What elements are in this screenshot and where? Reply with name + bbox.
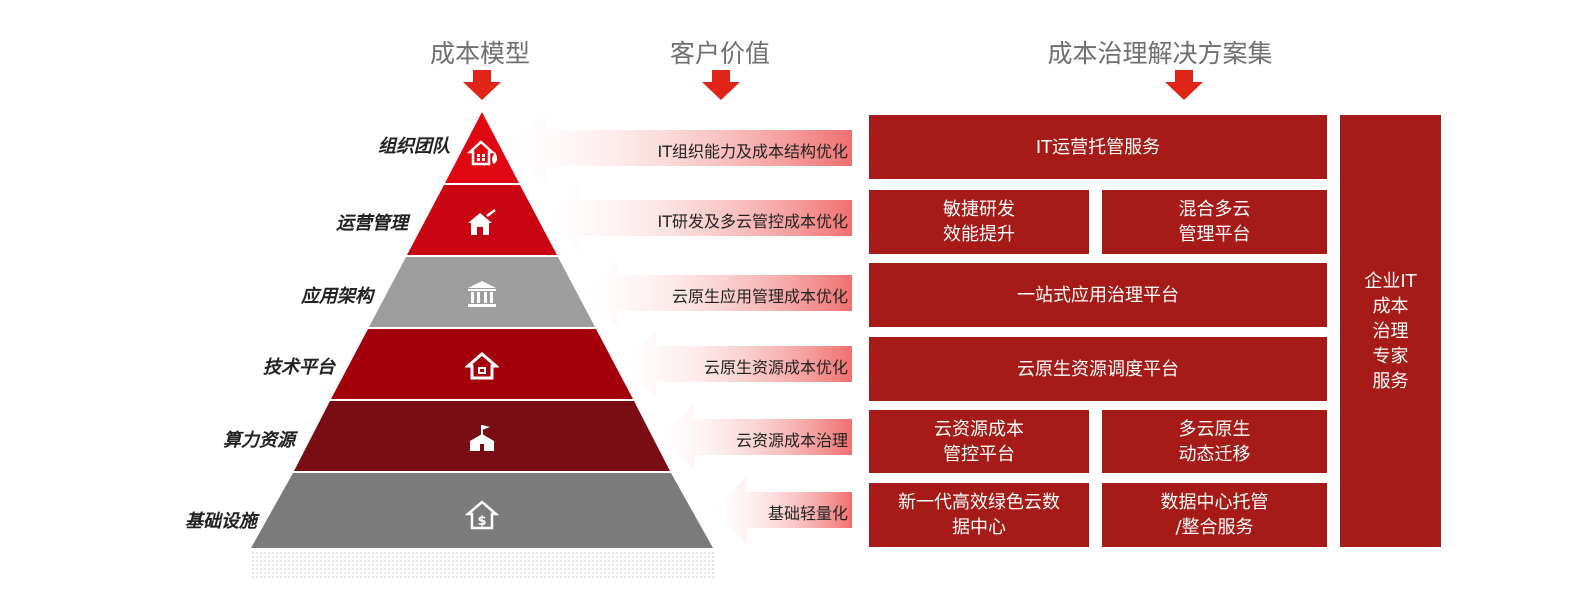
value-arrow-6	[713, 476, 852, 544]
value-arrow-3	[583, 259, 852, 327]
header-customer-value: 客户价值	[669, 39, 770, 68]
pyramid-shadow	[250, 552, 714, 580]
down-arrow-icon	[463, 70, 501, 100]
value-arrow-5	[660, 403, 852, 471]
house-dollar-icon: $	[465, 500, 499, 530]
solution-datacenter-hosting: 数据中心托管 /整合服务	[1102, 483, 1327, 547]
school-flag-icon	[470, 425, 494, 451]
tier-label-tech-platform: 技术平台	[263, 357, 335, 378]
solution-hybrid-cloud: 混合多云 管理平台	[1102, 190, 1327, 254]
tier-1-shape	[445, 112, 519, 183]
value-text-3: 云原生应用管理成本优化	[671, 287, 848, 306]
solution-it-ops-hosting: IT运营托管服务	[869, 115, 1327, 179]
value-arrow-4	[622, 330, 852, 398]
header-cost-model: 成本模型	[429, 39, 530, 68]
header-solutions: 成本治理解决方案集	[1047, 39, 1273, 68]
house-wrench-icon	[468, 209, 496, 235]
solution-app-governance: 一站式应用治理平台	[869, 263, 1327, 327]
value-arrow-1	[508, 112, 852, 184]
solution-expert-services: 企业IT 成本 治理 专家 服务	[1340, 115, 1441, 547]
tier-6-shape	[251, 473, 713, 548]
solution-resource-scheduling: 云原生资源调度平台	[869, 337, 1327, 401]
solution-green-datacenter: 新一代高效绿色云数 据中心	[869, 483, 1089, 547]
down-arrow-icon	[1165, 70, 1203, 100]
svg-text:$: $	[477, 514, 486, 529]
tier-4-shape	[331, 329, 633, 399]
solution-multicloud-migration: 多云原生 动态迁移	[1102, 410, 1327, 473]
value-text-6: 基础轻量化	[767, 504, 848, 523]
solution-agile-dev: 敏捷研发 效能提升	[869, 190, 1089, 254]
tier-3-shape	[369, 257, 595, 327]
tier-label-organization: 组织团队	[378, 136, 450, 157]
value-text-5: 云资源成本治理	[735, 431, 848, 450]
tier-label-app-architecture: 应用架构	[301, 286, 373, 307]
value-text-2: IT研发及多云管控成本优化	[657, 212, 849, 231]
value-text-4: 云原生资源成本优化	[703, 358, 848, 377]
tier-label-infrastructure: 基础设施	[185, 511, 257, 532]
tier-label-compute: 算力资源	[223, 430, 295, 451]
down-arrow-icon	[702, 70, 740, 100]
value-text-1: IT组织能力及成本结构优化	[657, 142, 849, 161]
solution-cloud-cost-control: 云资源成本 管控平台	[869, 410, 1089, 473]
bank-icon	[468, 281, 496, 307]
pyramid	[250, 112, 852, 580]
home-icon	[465, 352, 499, 380]
tier-label-operations: 运营管理	[336, 213, 408, 234]
value-arrow-2	[546, 184, 852, 252]
house-fire-icon	[466, 140, 498, 166]
